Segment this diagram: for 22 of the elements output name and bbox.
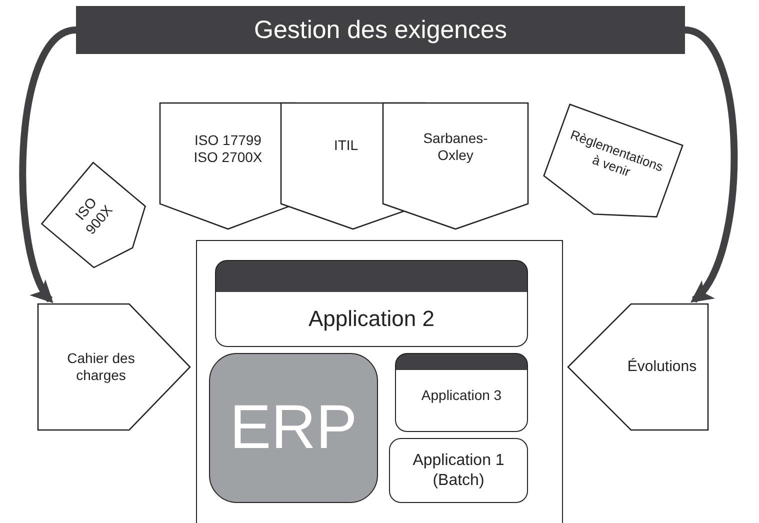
erp-block [209,353,378,503]
node-label: Application 2 [308,306,434,332]
node-label: Application 3 [421,387,502,404]
node-label: ISO 2700X [194,149,262,166]
curved-arrow [19,26,77,304]
curved-arrow [684,26,738,304]
node-label: Cahier des charges [66,350,136,384]
application-window [395,353,528,432]
pentagon-tag [383,103,528,229]
node-label: ITIL [334,136,358,154]
system-frame [196,240,563,523]
title-banner [76,6,685,54]
node-label: Évolutions [627,358,697,376]
application-window [215,260,528,347]
banner-title: Gestion des exigences [254,15,507,45]
arrow-shaped-box [568,304,708,430]
node-label: Sarbanes-Oxley [422,130,489,164]
arrow-shaped-box [38,304,190,430]
application-box [389,438,528,503]
node-label: Application 1 (Batch) [412,451,506,490]
node-label: ISO 17799 [194,132,262,149]
node-label: ERP [230,392,358,464]
